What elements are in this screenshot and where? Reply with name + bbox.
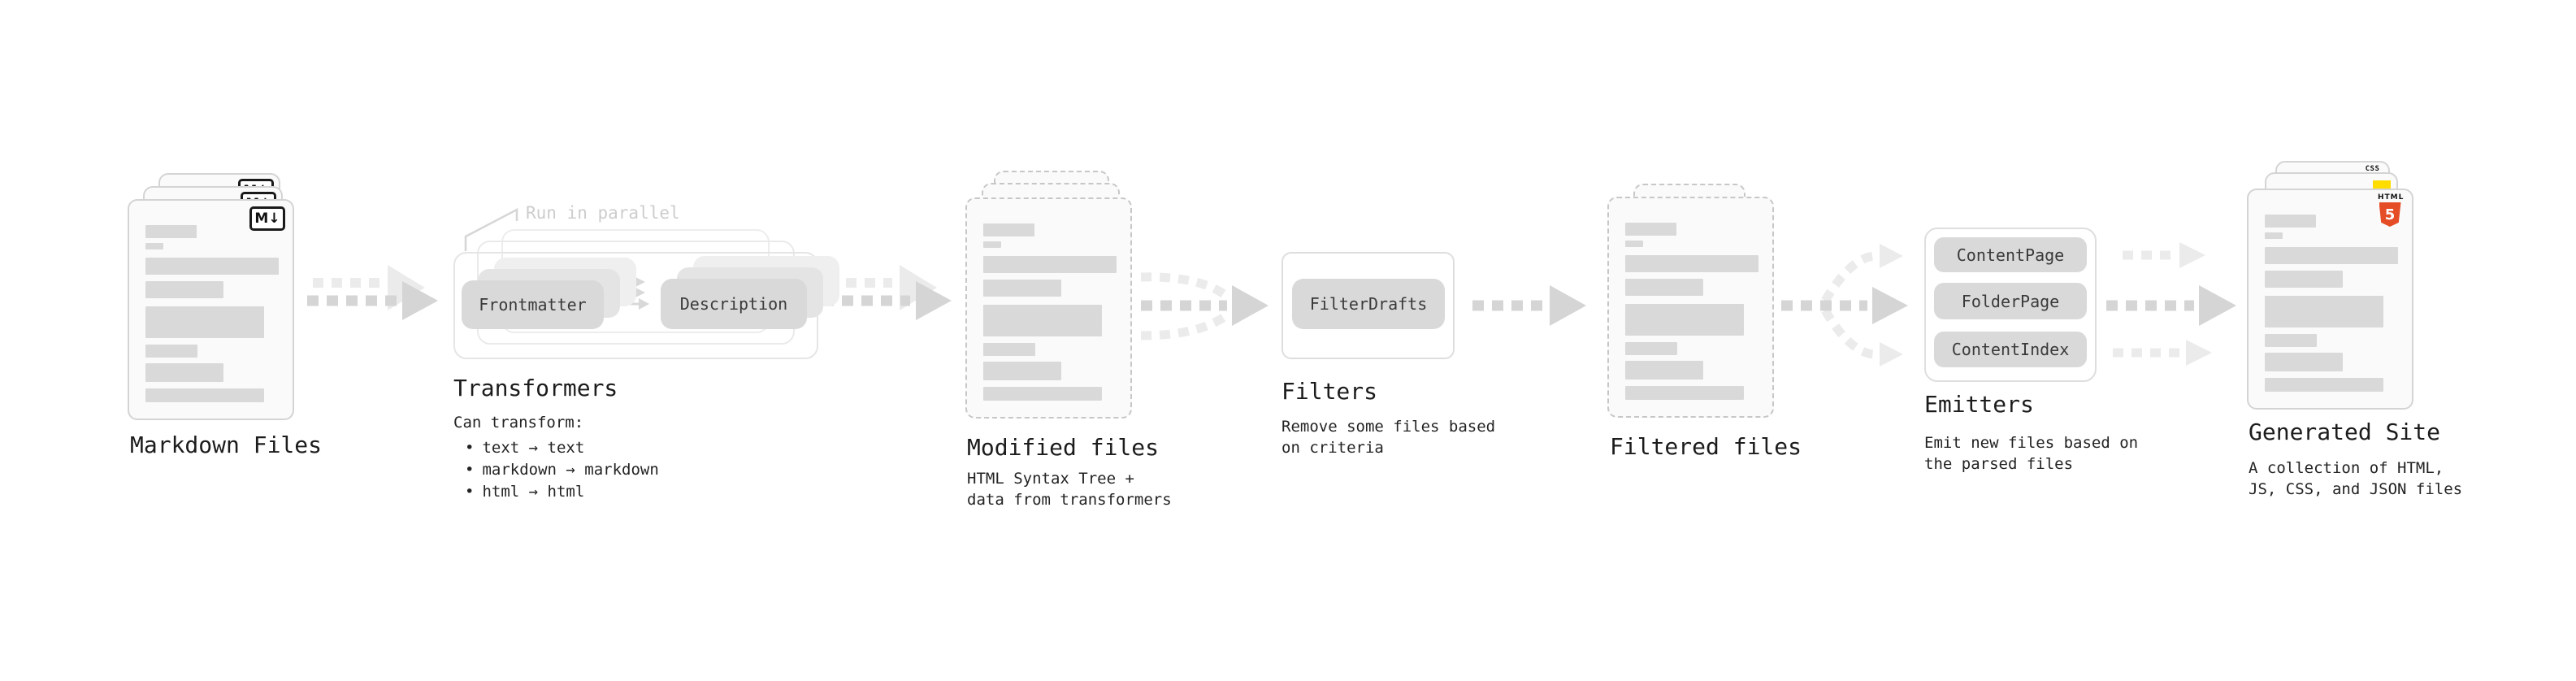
arrow-filtered-to-emitters-fanout	[1781, 244, 1908, 367]
arrow-transformers-to-modified	[822, 265, 952, 320]
doc-line-bar	[983, 280, 1061, 297]
doc-line-bar	[145, 258, 279, 275]
markdown-icon: M↓	[249, 206, 285, 231]
transform-bullet: • html → html	[465, 483, 584, 501]
arrow-emitters-to-site-middle	[2106, 285, 2236, 326]
doc-line-bar	[1625, 223, 1676, 236]
transformer-description-node: Description	[661, 279, 807, 329]
stage-title: Emitters	[1924, 391, 2034, 418]
bullet-text: markdown → markdown	[482, 461, 659, 479]
doc-line-bar	[145, 281, 223, 298]
emitter-contentindex-node: ContentIndex	[1934, 332, 2087, 367]
filter-drafts-node: FilterDrafts	[1292, 279, 1445, 329]
stage-description-line: the parsed files	[1924, 455, 2074, 473]
run-in-parallel-label: Run in parallel	[526, 203, 680, 223]
arrow-filters-to-filtered	[1472, 285, 1586, 326]
doc-line-bar	[1625, 342, 1677, 355]
emitter-folderpage-node: FolderPage	[1934, 283, 2087, 319]
doc-line-bar	[2265, 247, 2398, 264]
doc-line-bar	[983, 256, 1117, 273]
stage-description-line: A collection of HTML,	[2249, 459, 2444, 477]
doc-line-bar	[145, 345, 197, 358]
bullet-dot: •	[465, 461, 475, 479]
html5-icon-shield: 5	[2379, 202, 2401, 227]
doc-line-bar	[2265, 353, 2343, 371]
emitter-contentpage-node: ContentPage	[1934, 237, 2087, 272]
stage-title: Markdown Files	[130, 432, 323, 458]
transform-bullet: • text → text	[465, 439, 584, 457]
stage-description-line: Emit new files based on	[1924, 434, 2139, 452]
doc-line-bar	[145, 306, 264, 338]
stage-description-line: HTML Syntax Tree +	[967, 470, 1134, 488]
doc-line-bar	[2265, 296, 2383, 327]
bullet-dot: •	[465, 483, 475, 501]
doc-line-bar	[983, 387, 1102, 401]
stage-title: Modified files	[967, 434, 1160, 461]
js-icon	[2373, 180, 2391, 191]
stage-title: Transformers	[453, 375, 618, 401]
doc-line-bar	[1625, 361, 1703, 380]
transformer-frontmatter-node: Frontmatter	[462, 280, 604, 329]
stage-description-line: Remove some files based	[1281, 418, 1496, 436]
doc-line-bar	[1625, 386, 1744, 400]
arrow-emitters-to-site-bottom	[2113, 340, 2212, 366]
doc-line-bar	[145, 363, 223, 382]
html5-icon-label: HTML	[2378, 193, 2405, 202]
css-icon-label: CSS	[2365, 165, 2380, 173]
doc-line-bar	[2265, 334, 2317, 347]
document-card	[1607, 197, 1774, 418]
doc-line-bar	[145, 243, 163, 249]
doc-line-bar	[983, 241, 1001, 248]
stage-title: Generated Site	[2249, 419, 2441, 445]
document-card: HTML 5	[2247, 189, 2413, 410]
document-card: M↓	[128, 199, 294, 420]
transform-bullet: • markdown → markdown	[465, 461, 659, 479]
doc-line-bar	[1625, 304, 1744, 336]
doc-line-bar	[983, 343, 1035, 356]
document-card	[965, 197, 1132, 419]
html5-icon: HTML 5	[2378, 193, 2405, 227]
doc-line-bar	[2265, 232, 2283, 239]
doc-line-bar	[983, 305, 1102, 336]
stage-title: Filters	[1281, 378, 1378, 405]
stage-description-line: data from transformers	[967, 491, 1172, 509]
bullet-text: html → html	[482, 483, 585, 501]
arrow-emitters-to-site-top	[2123, 242, 2205, 268]
doc-line-bar	[145, 225, 197, 238]
doc-line-bar	[983, 362, 1061, 380]
bullet-text: text → text	[482, 439, 585, 457]
doc-line-bar	[1625, 255, 1759, 272]
arrow-markdown-to-transformers	[307, 265, 438, 320]
doc-line-bar	[2265, 378, 2383, 392]
doc-line-bar	[145, 388, 264, 402]
doc-line-bar	[2265, 215, 2316, 228]
doc-line-bar	[2265, 271, 2343, 288]
doc-line-bar	[1625, 241, 1643, 247]
stage-description-line: JS, CSS, and JSON files	[2249, 480, 2463, 498]
doc-line-bar	[983, 223, 1034, 236]
doc-line-bar	[1625, 279, 1703, 296]
arrow-modified-to-filters-merge	[1140, 272, 1268, 340]
stage-description-line: Can transform:	[453, 414, 584, 432]
stage-description-line: on criteria	[1281, 439, 1384, 457]
stage-title: Filtered files	[1610, 433, 1802, 460]
bullet-dot: •	[465, 439, 475, 457]
